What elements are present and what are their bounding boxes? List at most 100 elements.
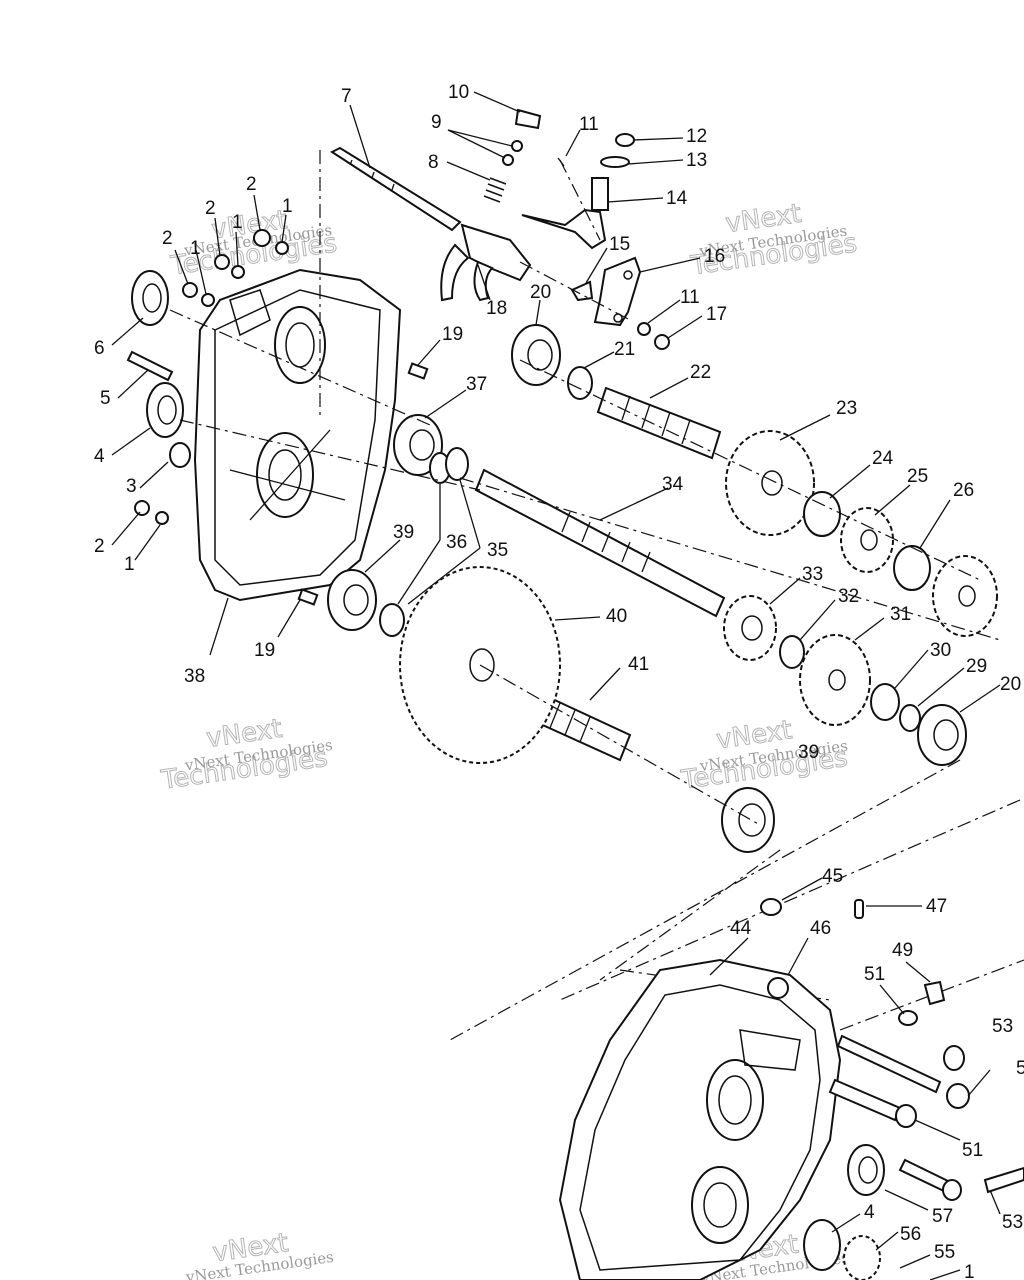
axis-line-9 bbox=[599, 849, 781, 981]
shift-plate bbox=[593, 256, 642, 327]
bearing-39-left bbox=[327, 569, 377, 631]
nut-50 bbox=[946, 1083, 970, 1109]
washer-11 bbox=[637, 322, 651, 336]
stud-5 bbox=[126, 350, 174, 382]
callout-1-b: 1 bbox=[232, 212, 243, 233]
callout-44: 46 bbox=[810, 918, 831, 939]
washer-1c bbox=[231, 265, 245, 279]
callout-17: 17 bbox=[706, 304, 727, 325]
callout-40: 40 bbox=[606, 606, 627, 627]
callout-1-a: 1 bbox=[190, 238, 201, 259]
callout-21: 21 bbox=[614, 339, 635, 360]
callout-45: 47 bbox=[926, 896, 947, 917]
axis-line-7 bbox=[559, 159, 601, 241]
detent-ball-upper bbox=[511, 140, 523, 152]
detent-spring bbox=[483, 177, 507, 203]
callout-11-mid: 11 bbox=[680, 287, 700, 308]
axis-line-1 bbox=[169, 309, 431, 426]
callout-53: 53 bbox=[1002, 1212, 1023, 1233]
callout-47: 51 bbox=[864, 964, 885, 985]
callout-2-c: 2 bbox=[246, 174, 257, 195]
callout-20-top: 20 bbox=[530, 282, 551, 303]
callout-39-lower: 39 bbox=[798, 742, 819, 763]
callout-31: 31 bbox=[890, 604, 911, 625]
callout-19-bottom: 19 bbox=[254, 640, 275, 661]
gear-27-partial bbox=[932, 555, 998, 637]
washer-1b bbox=[201, 293, 215, 307]
bolt-long bbox=[836, 1034, 942, 1094]
circlip-32 bbox=[779, 635, 805, 669]
pin-45 bbox=[854, 899, 864, 919]
shift-cam-15 bbox=[570, 280, 594, 302]
axis-line-4 bbox=[519, 359, 981, 581]
circlip-35 bbox=[445, 447, 469, 481]
callout-4: 4 bbox=[94, 446, 105, 467]
bushing-3 bbox=[169, 442, 191, 468]
gear-33 bbox=[723, 595, 777, 661]
callout-2-b: 2 bbox=[205, 198, 216, 219]
right-case-half bbox=[558, 958, 842, 1280]
callout-2-bottom: 2 bbox=[94, 536, 105, 557]
callout-36: 36 bbox=[446, 532, 467, 553]
axis-line-12 bbox=[839, 959, 1024, 1031]
callout-18: 18 bbox=[486, 298, 507, 319]
callout-49: 53 bbox=[992, 1016, 1013, 1037]
callout-1-c: 1 bbox=[282, 196, 293, 217]
circlip-21 bbox=[567, 366, 593, 400]
callout-37: 37 bbox=[466, 374, 487, 395]
stud-53 bbox=[983, 1166, 1024, 1194]
callout-24: 24 bbox=[872, 448, 894, 469]
seal-4-right bbox=[847, 1144, 885, 1196]
callout-20-lower: 20 bbox=[1000, 674, 1021, 695]
callout-33: 33 bbox=[802, 564, 823, 585]
detent-plug bbox=[514, 108, 542, 130]
callout-labels: 7 10 9 8 11 12 13 14 15 16 11 17 18 19 2… bbox=[94, 82, 1024, 1280]
callout-5: 5 bbox=[100, 388, 111, 409]
spacer-26 bbox=[893, 545, 931, 591]
dowel-19b bbox=[297, 588, 319, 606]
callout-30: 30 bbox=[930, 640, 951, 661]
nut-2b bbox=[182, 282, 198, 298]
callout-2-a: 2 bbox=[162, 228, 173, 249]
seal-6 bbox=[131, 270, 169, 326]
callout-1-bottom: 1 bbox=[124, 554, 135, 575]
gear-25 bbox=[840, 507, 894, 573]
callout-10: 10 bbox=[448, 82, 469, 103]
callout-55: 55 bbox=[934, 1242, 955, 1263]
callout-39-left: 39 bbox=[393, 522, 414, 543]
callout-6: 6 bbox=[94, 338, 105, 359]
nut-2d bbox=[253, 229, 271, 247]
callout-26: 26 bbox=[953, 480, 974, 501]
washer-29 bbox=[899, 704, 921, 732]
callout-4-right: 4 bbox=[864, 1202, 875, 1223]
watermark-top-right: Technologies vNext vNext Technologies bbox=[688, 198, 860, 282]
washer-1a bbox=[155, 511, 169, 525]
bolt-51 bbox=[828, 1078, 917, 1128]
callout-38: 38 bbox=[184, 666, 205, 687]
callout-50-partial: 5 bbox=[1016, 1058, 1024, 1079]
bolt-57 bbox=[898, 1158, 962, 1201]
callout-29: 29 bbox=[966, 656, 987, 677]
seal-4 bbox=[146, 382, 184, 438]
axis-line-2 bbox=[179, 419, 481, 491]
shift-drum-assembly bbox=[521, 133, 635, 250]
axis-line-10 bbox=[449, 759, 961, 1041]
bearing-20-upper bbox=[511, 324, 561, 386]
nut-17 bbox=[654, 334, 670, 350]
left-case-half bbox=[193, 268, 402, 602]
callout-41: 41 bbox=[628, 654, 649, 675]
callout-13: 13 bbox=[686, 150, 707, 171]
callout-32: 32 bbox=[838, 586, 859, 607]
needle-bearing-30 bbox=[870, 683, 900, 721]
gear-23 bbox=[725, 430, 815, 536]
callout-19-top: 19 bbox=[442, 324, 463, 345]
shift-shaft bbox=[329, 146, 462, 232]
watermark-bottom-left: vNext vNext Technologies bbox=[184, 1228, 335, 1280]
sprocket-56 bbox=[843, 1235, 881, 1280]
axis-line-8 bbox=[519, 261, 631, 321]
callout-35: 35 bbox=[487, 540, 508, 561]
callout-23: 23 bbox=[836, 398, 857, 419]
nut-2c bbox=[214, 254, 230, 270]
callout-14: 14 bbox=[666, 188, 688, 209]
callout-42: 44 bbox=[730, 918, 752, 939]
